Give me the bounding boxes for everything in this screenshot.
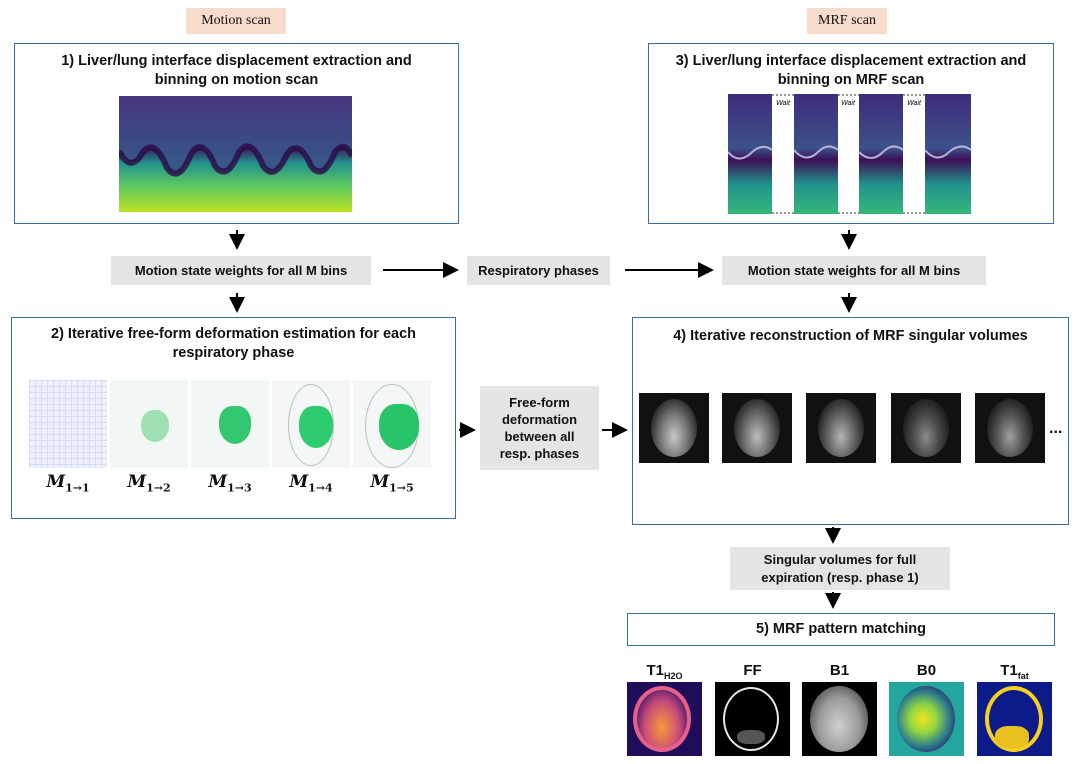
singular-volume-2 <box>722 393 792 463</box>
singular-volume-3 <box>806 393 876 463</box>
deformation-label-5: M1→5 <box>370 472 414 495</box>
step5-box: 5) MRF pattern matching <box>627 613 1055 646</box>
motion-scan-tag: Motion scan <box>186 8 286 34</box>
step2-box: 2) Iterative free-form deformation estim… <box>11 317 456 519</box>
step3-title-line1: 3) Liver/lung interface displacement ext… <box>675 53 1027 69</box>
singular-line2: expiration (resp. phase 1) <box>761 569 919 585</box>
deformation-label-1: M1→1 <box>46 472 90 495</box>
step1-title-line2: binning on motion scan <box>154 72 319 88</box>
singular-volume-4 <box>891 393 961 463</box>
step1-box: 1) Liver/lung interface displacement ext… <box>14 43 459 224</box>
deformation-label-4: M1→4 <box>289 472 333 495</box>
singular-volumes-box: Singular volumes for full expiration (re… <box>730 547 950 590</box>
ffd-line1: Free-form <box>509 395 570 410</box>
deformation-image-3 <box>191 380 269 468</box>
deformation-image-2 <box>110 380 188 468</box>
map-label-t1-fat: T1fat <box>1000 662 1029 681</box>
ellipsis: ... <box>1049 420 1063 437</box>
motion-weights-right-box: Motion state weights for all M bins <box>722 256 986 285</box>
map-label-b1: B1 <box>829 662 850 679</box>
singular-line1: Singular volumes for full <box>763 551 917 567</box>
t1-h2o-map <box>627 682 702 756</box>
step3-box: 3) Liver/lung interface displacement ext… <box>648 43 1054 224</box>
step2-title-line1: 2) Iterative free-form deformation estim… <box>51 326 416 342</box>
map-label-t1-h2o: T1H2O <box>646 662 683 681</box>
b0-map <box>889 682 964 756</box>
step4-title: 4) Iterative reconstruction of MRF singu… <box>673 328 1028 344</box>
step3-title-line2: binning on MRF scan <box>777 72 925 88</box>
t1-fat-map <box>977 682 1052 756</box>
wait-label-2: Wait <box>841 100 856 107</box>
singular-volume-1 <box>639 393 709 463</box>
ffd-line4: resp. phases <box>499 446 580 461</box>
deformation-image-4 <box>272 380 350 468</box>
free-form-deformation-box: Free-form deformation between all resp. … <box>480 386 599 470</box>
deformation-image-1 <box>29 380 107 468</box>
deformation-image-5 <box>353 380 431 468</box>
respiratory-phases-box: Respiratory phases <box>467 256 610 285</box>
ffd-line3: between all <box>504 429 575 444</box>
motion-weights-left-box: Motion state weights for all M bins <box>111 256 371 285</box>
step4-box: 4) Iterative reconstruction of MRF singu… <box>632 317 1069 525</box>
step5-title: 5) MRF pattern matching <box>756 621 926 637</box>
wait-label-1: Wait <box>776 100 791 107</box>
deformation-label-3: M1→3 <box>208 472 252 495</box>
map-label-ff: FF <box>743 662 762 679</box>
deformation-label-2: M1→2 <box>127 472 171 495</box>
b1-map <box>802 682 877 756</box>
singular-volume-5 <box>975 393 1045 463</box>
motion-scan-image <box>119 96 352 212</box>
step2-title-line2: respiratory phase <box>172 345 295 361</box>
map-label-b0: B0 <box>916 662 937 679</box>
step1-title-line1: 1) Liver/lung interface displacement ext… <box>61 53 412 69</box>
ff-map <box>715 682 790 756</box>
ffd-line2: deformation <box>501 412 578 427</box>
mrf-scan-image: Wait Wait Wait <box>728 94 971 214</box>
mrf-scan-tag: MRF scan <box>807 8 887 34</box>
wait-label-3: Wait <box>907 100 922 107</box>
